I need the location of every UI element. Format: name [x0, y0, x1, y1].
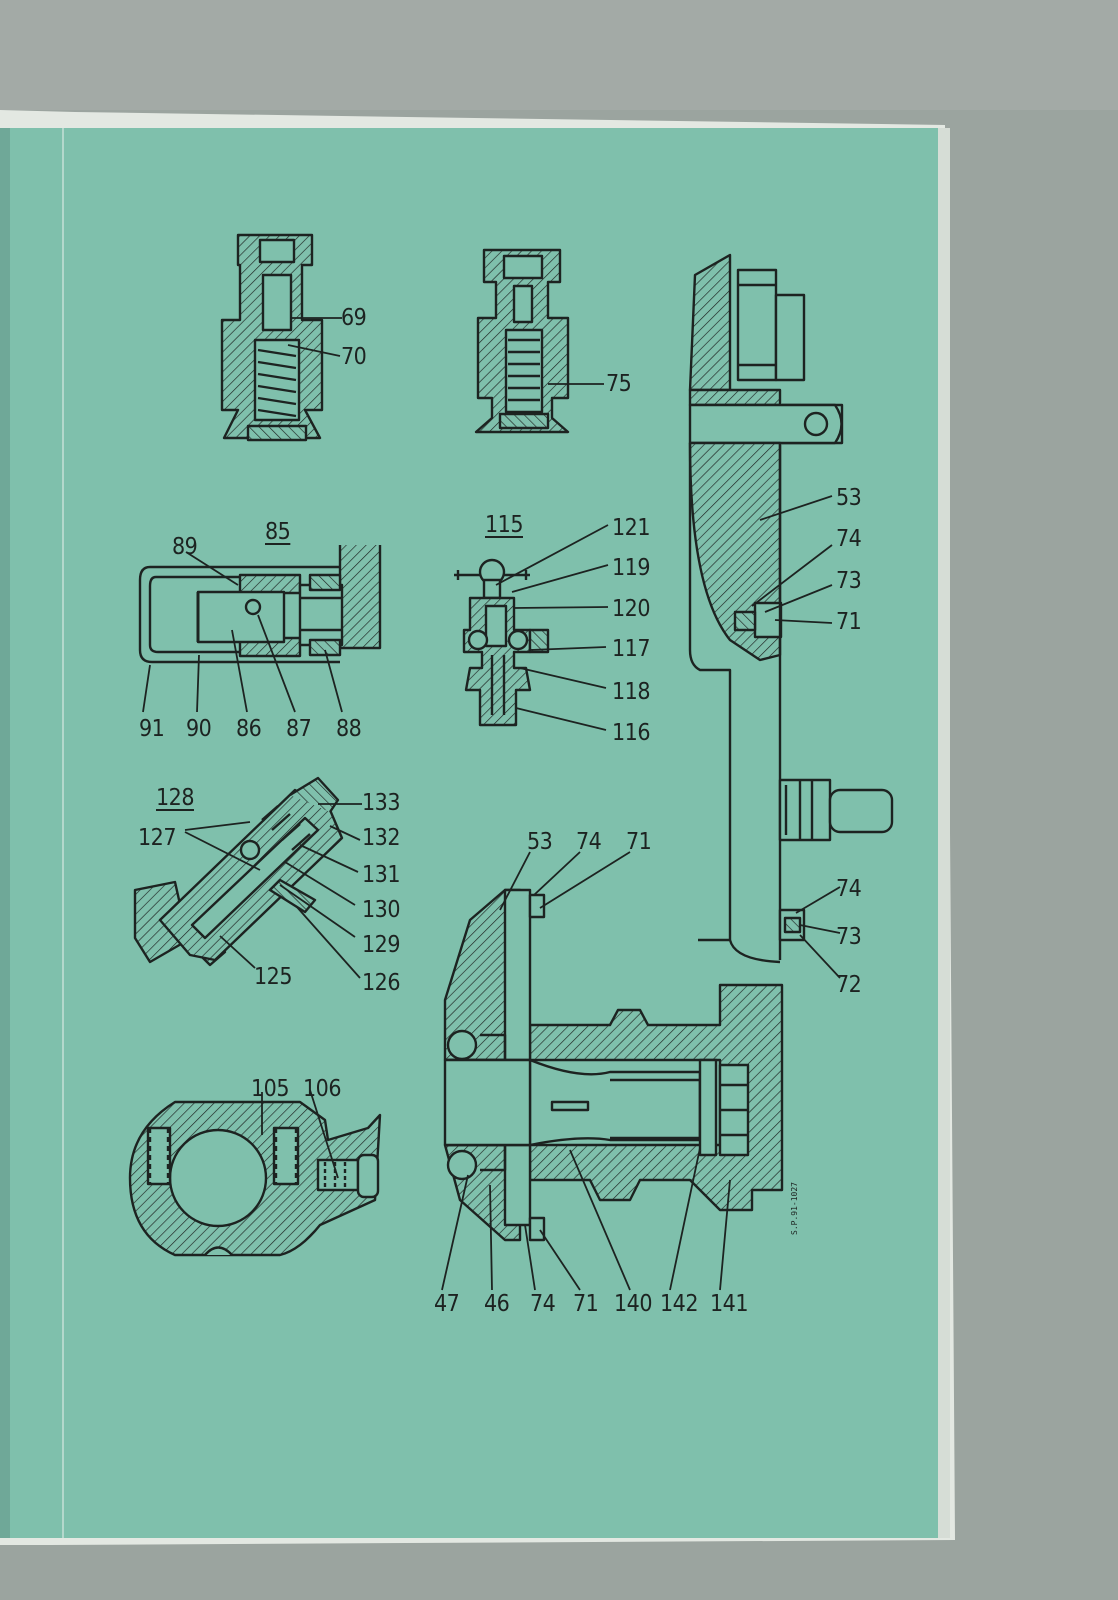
figure-115-title: 115	[485, 512, 524, 538]
label-74-bottom: 74	[530, 1291, 556, 1317]
label-74-right: 74	[836, 526, 862, 552]
label-120: 120	[612, 596, 651, 622]
valve-75-drawing	[474, 248, 570, 434]
label-117: 117	[612, 636, 651, 662]
label-89: 89	[172, 534, 198, 560]
label-140: 140	[614, 1291, 653, 1317]
label-73-right: 73	[836, 568, 862, 594]
label-69: 69	[341, 305, 367, 331]
label-132: 132	[362, 825, 401, 851]
part-115-drawing	[454, 558, 550, 727]
label-70: 70	[341, 344, 367, 370]
label-71-right: 71	[836, 609, 862, 635]
label-116: 116	[612, 720, 651, 746]
label-73-lower: 73	[836, 924, 862, 950]
label-71-bottom: 71	[573, 1291, 599, 1317]
figure-85-title: 85	[265, 519, 291, 545]
leader-lines	[142, 317, 841, 1291]
label-88: 88	[336, 716, 362, 742]
label-121: 121	[612, 515, 651, 541]
label-71-mid: 71	[626, 829, 652, 855]
clamp-105-106-drawing	[128, 1100, 382, 1257]
label-141: 141	[710, 1291, 749, 1317]
label-133: 133	[362, 790, 401, 816]
label-118: 118	[612, 679, 651, 705]
label-130: 130	[362, 897, 401, 923]
label-72-lower: 72	[836, 972, 862, 998]
label-75: 75	[606, 371, 632, 397]
label-74-mid: 74	[576, 829, 602, 855]
drawing-code: S.P.91-1027	[790, 1182, 799, 1235]
label-86: 86	[236, 716, 262, 742]
part-128-drawing	[133, 776, 344, 967]
label-105: 105	[251, 1076, 290, 1102]
label-91: 91	[139, 716, 165, 742]
valve-69-70-drawing	[220, 233, 324, 442]
label-106: 106	[303, 1076, 342, 1102]
label-53-mid: 53	[527, 829, 553, 855]
label-142: 142	[660, 1291, 699, 1317]
label-129: 129	[362, 932, 401, 958]
label-125: 125	[254, 964, 293, 990]
assembly-drawing	[443, 253, 894, 1242]
label-131: 131	[362, 862, 401, 888]
label-46: 46	[484, 1291, 510, 1317]
figure-128-title: 128	[156, 785, 195, 811]
label-90: 90	[186, 716, 212, 742]
label-74-lower: 74	[836, 876, 862, 902]
label-47: 47	[434, 1291, 460, 1317]
label-127: 127	[138, 825, 177, 851]
part-85-drawing	[138, 545, 382, 664]
label-119: 119	[612, 555, 651, 581]
label-87: 87	[286, 716, 312, 742]
label-53-right: 53	[836, 485, 862, 511]
label-126: 126	[362, 970, 401, 996]
